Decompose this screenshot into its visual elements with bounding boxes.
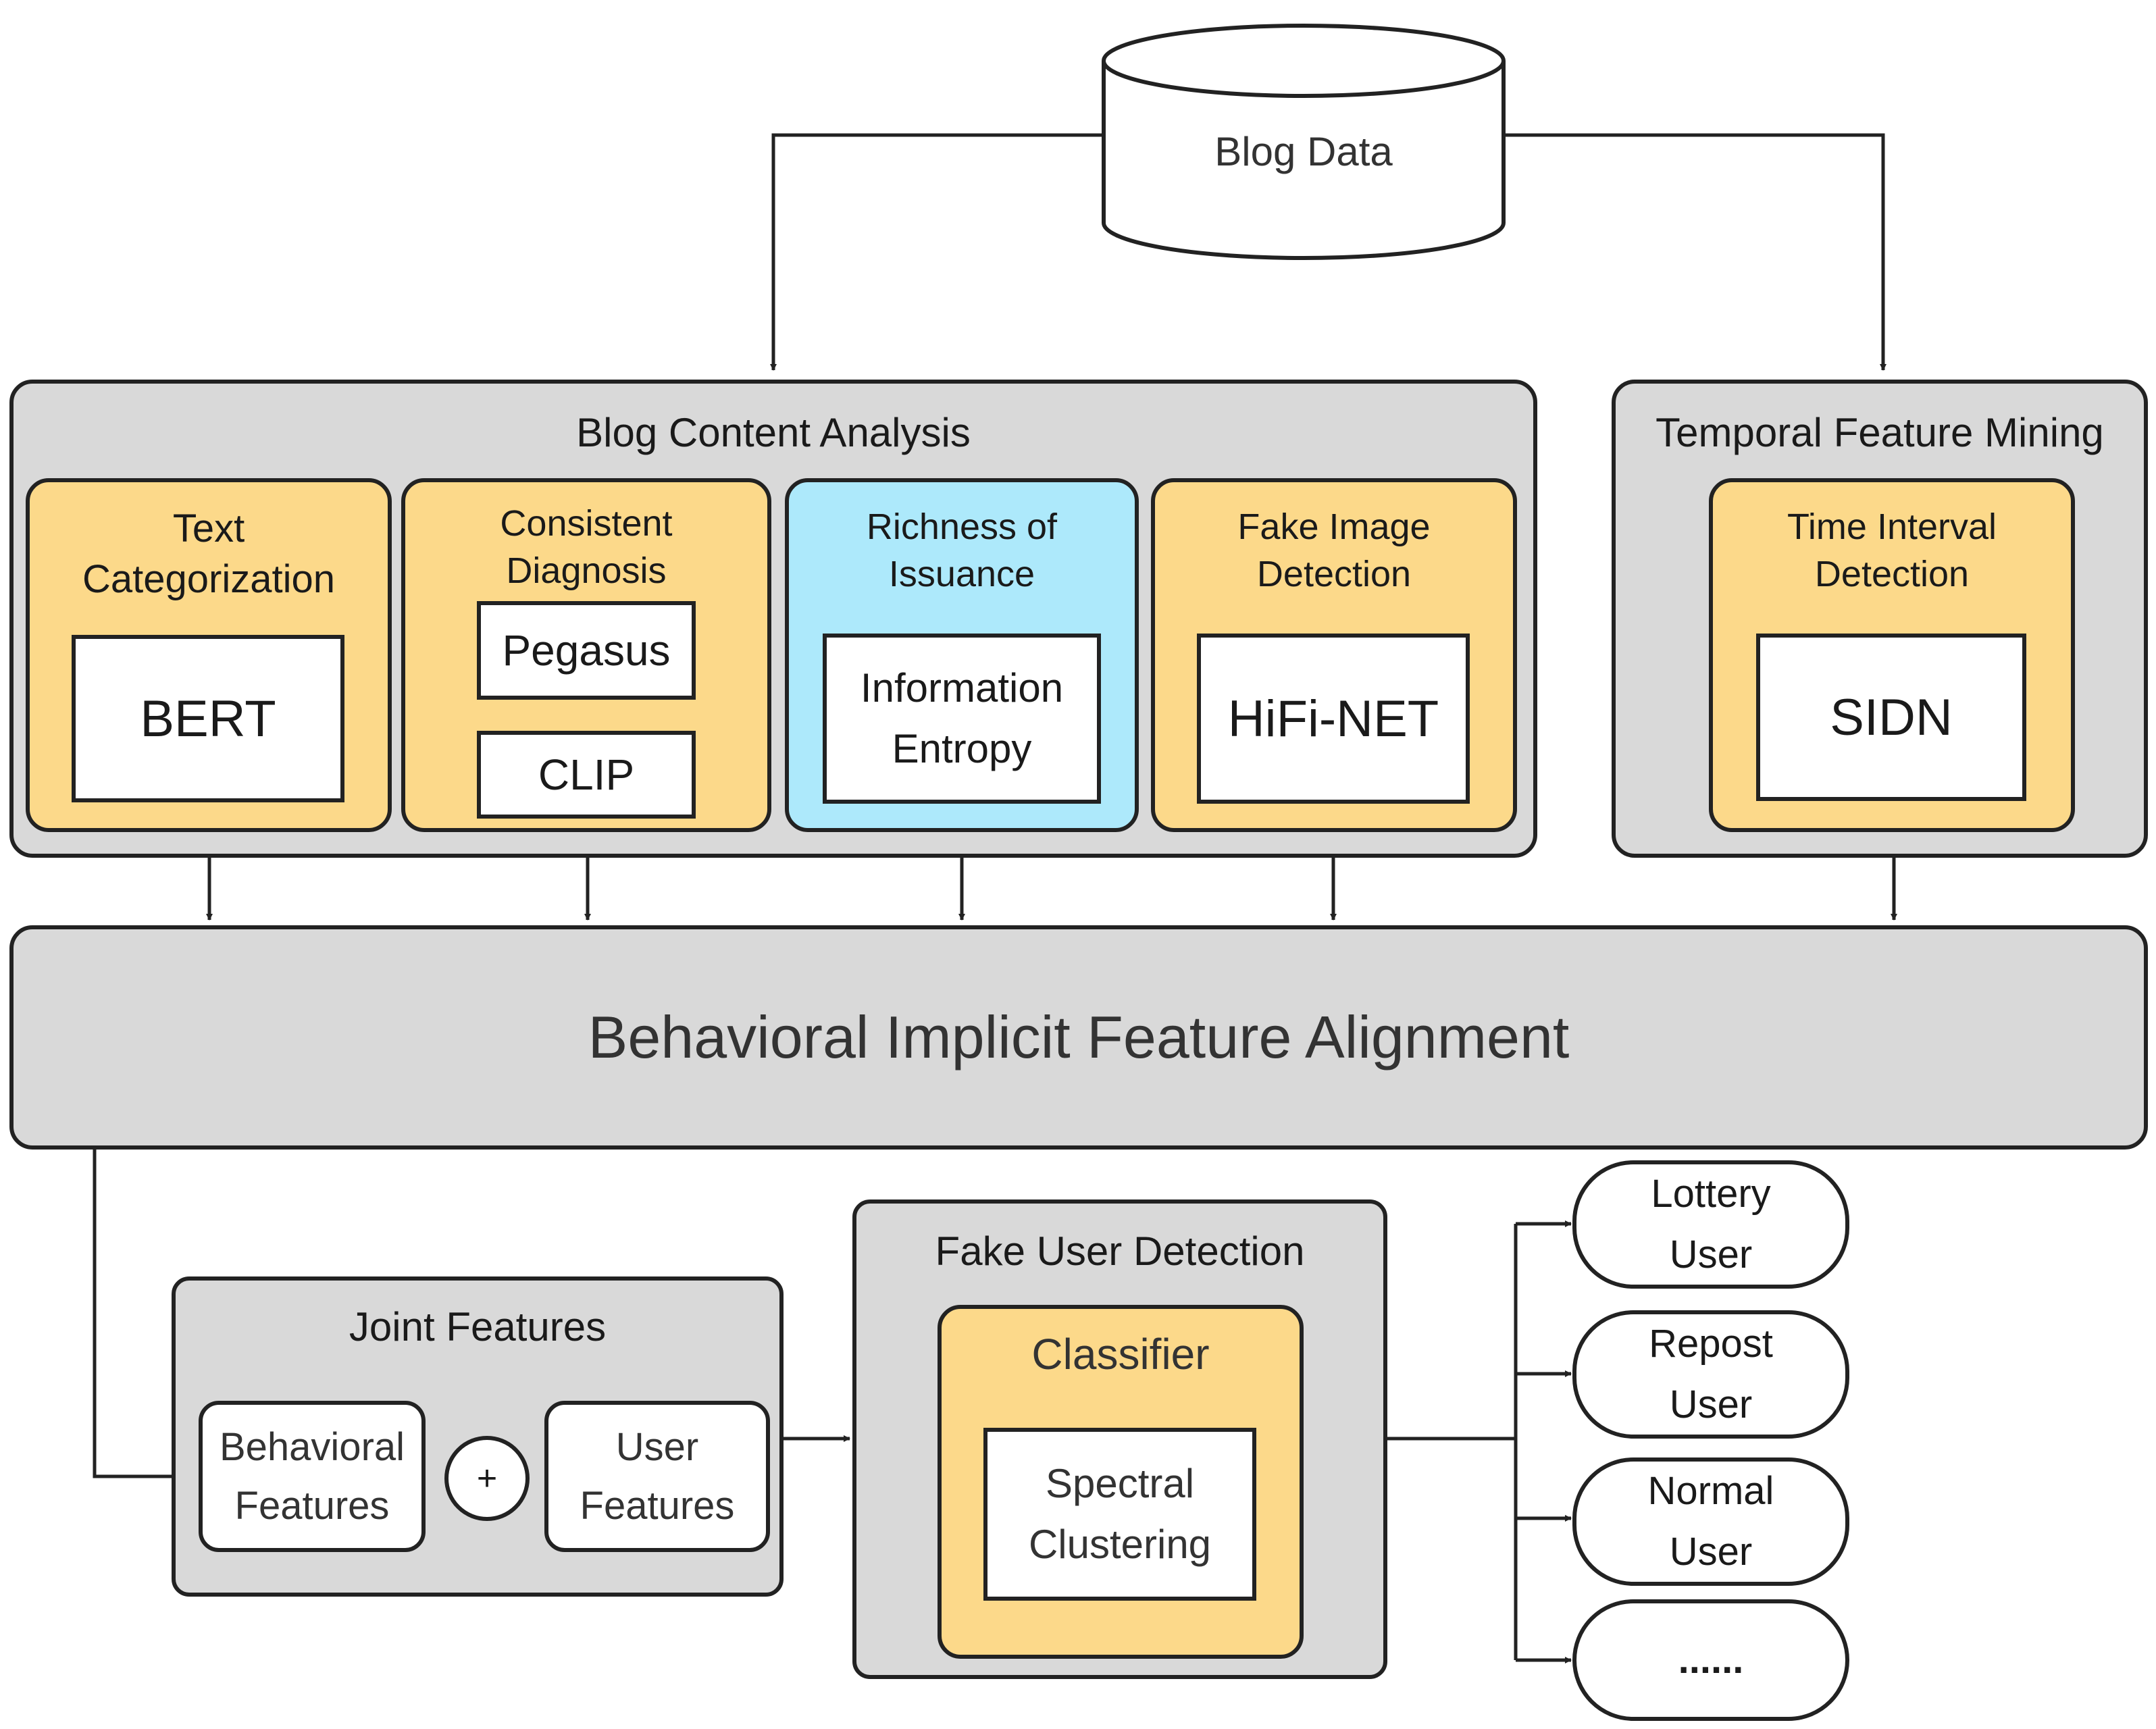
blog-data-label: Blog Data	[1214, 129, 1393, 174]
arrow-blog-to-content	[770, 133, 1104, 371]
clip-box: CLIP	[477, 731, 696, 819]
blog-data-cylinder: Blog Data	[1100, 20, 1508, 263]
joint-features-title: Joint Features	[349, 1304, 607, 1349]
classifier-title: Classifier	[1031, 1330, 1210, 1379]
output-repost-user: Repost User	[1572, 1310, 1849, 1439]
blog-content-analysis-title: Blog Content Analysis	[576, 410, 971, 455]
output-more: ......	[1572, 1599, 1849, 1721]
bert-box: BERT	[72, 635, 344, 802]
arrow-alignment-to-joint	[93, 1148, 195, 1480]
time-interval-detection-title: Time Interval Detection	[1787, 506, 1997, 594]
output-lottery-user: Lottery User	[1572, 1160, 1849, 1289]
text-categorization-title: Text Categorization	[82, 506, 335, 601]
plus-operator-icon: +	[444, 1436, 530, 1521]
spectral-clustering-box: Spectral Clustering	[983, 1428, 1256, 1601]
pegasus-box: Pegasus	[477, 601, 696, 700]
sidn-box: SIDN	[1756, 634, 2026, 801]
behavioral-features-box: Behavioral Features	[199, 1401, 426, 1552]
arrow-blog-to-temporal	[1502, 133, 1886, 371]
fake-user-detection-title: Fake User Detection	[935, 1229, 1305, 1274]
database-icon	[1102, 24, 1506, 260]
hifi-net-box: HiFi-NET	[1197, 634, 1470, 804]
richness-of-issuance-title: Richness of Issuance	[866, 506, 1058, 594]
information-entropy-box: Information Entropy	[823, 634, 1101, 804]
temporal-feature-mining-title: Temporal Feature Mining	[1656, 410, 2104, 455]
fake-image-detection-title: Fake Image Detection	[1237, 506, 1431, 594]
consistent-diagnosis-title: Consistent Diagnosis	[500, 502, 673, 591]
user-features-box: User Features	[544, 1401, 770, 1552]
output-normal-user: Normal User	[1572, 1457, 1849, 1586]
behavioral-implicit-feature-alignment: Behavioral Implicit Feature Alignment	[9, 925, 2148, 1150]
